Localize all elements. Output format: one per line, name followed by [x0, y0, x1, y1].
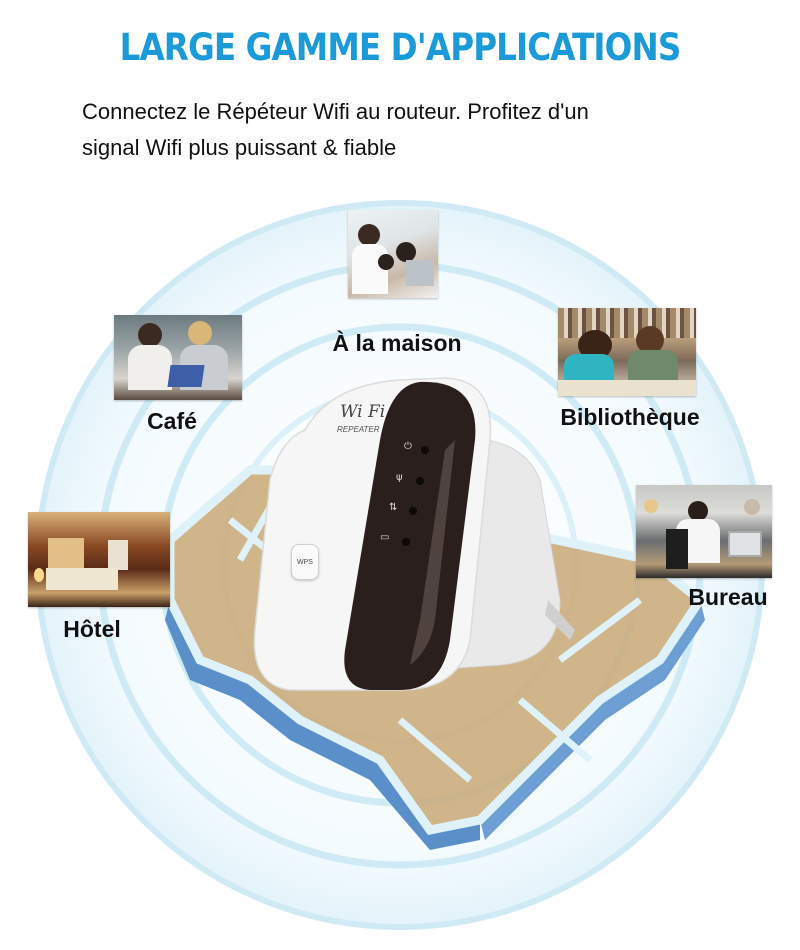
office-worker-photo [636, 485, 772, 578]
label-hotel: Hôtel [63, 616, 121, 642]
label-bibliotheque: Bibliothèque [560, 404, 700, 430]
page-title: LARGE GAMME D'APPLICATIONS [119, 26, 682, 69]
subtitle-line-1: Connectez le Répéteur Wifi au routeur. P… [82, 99, 589, 124]
device-model: REPEATER [337, 425, 380, 434]
family-laptop-photo [348, 210, 438, 298]
power-icon: ⏻ [404, 441, 412, 452]
sync-icon: ⇅ [389, 502, 398, 513]
hotel-room-photo [28, 512, 170, 607]
library-students-photo [558, 308, 696, 396]
label-cafe: Café [147, 408, 197, 434]
label-bureau: Bureau [688, 584, 768, 610]
device-brand: Wi Fi [340, 402, 386, 422]
page-subtitle: Connectez le Répéteur Wifi au routeur. P… [82, 94, 762, 166]
cafe-tablet-photo [114, 315, 242, 400]
label-maison: À la maison [332, 330, 462, 356]
wps-button: WPS [291, 544, 319, 580]
signal-icon: ψ [396, 472, 403, 483]
lan-icon: ▭ [380, 532, 390, 543]
subtitle-line-2: signal Wifi plus puissant & fiable [82, 135, 397, 160]
